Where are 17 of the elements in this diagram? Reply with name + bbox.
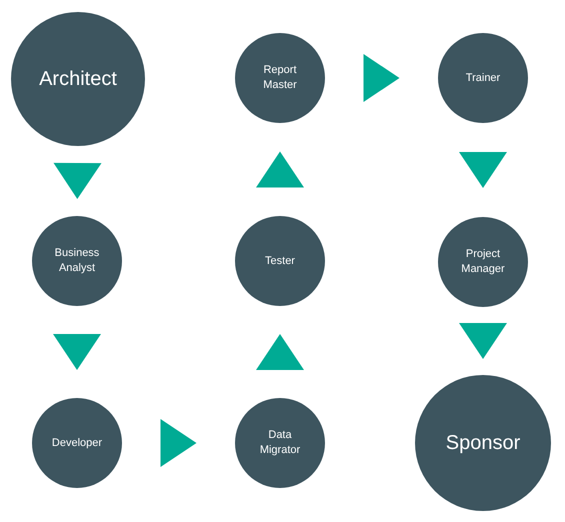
arrow-triangle <box>53 334 101 370</box>
node-label: Sponsor <box>446 431 520 455</box>
node-label: Architect <box>39 67 117 91</box>
node-label: Report Master <box>262 63 298 93</box>
node-label: Trainer <box>466 70 500 86</box>
arrow-triangle <box>364 54 400 102</box>
arrow-triangle <box>54 162 102 199</box>
node-label: Developer <box>52 436 102 450</box>
arrow-triangle <box>256 152 304 188</box>
node-label: Data Migrator <box>258 428 302 458</box>
arrow-triangle <box>160 419 196 467</box>
node-label: Business Analyst <box>54 246 100 276</box>
node-label: Tester <box>265 254 295 268</box>
arrow-triangle <box>256 334 304 370</box>
node-label: Project Manager <box>460 247 506 277</box>
arrow-triangle <box>459 323 507 359</box>
arrow-triangle <box>459 152 507 188</box>
